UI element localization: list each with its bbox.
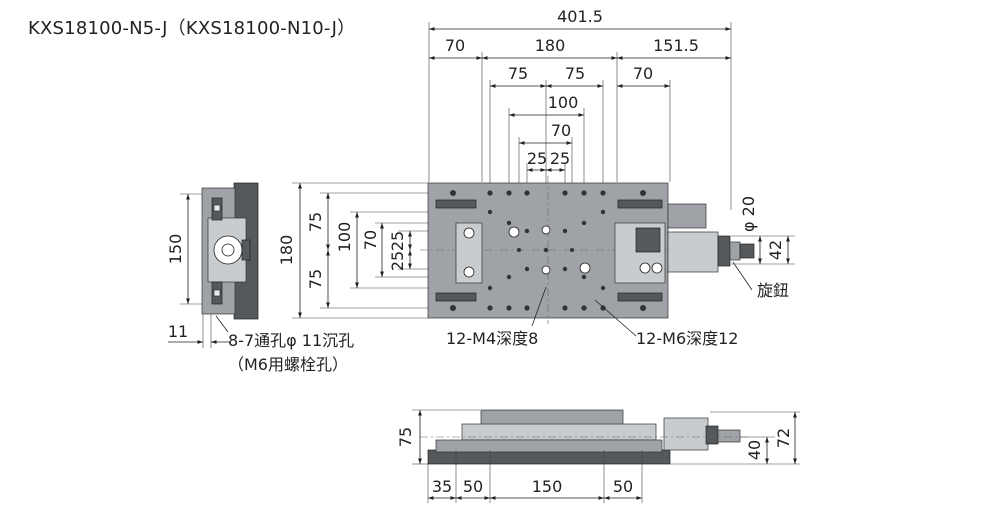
dim-left-75-bottom: 75: [306, 269, 325, 289]
note-m6-bolt-holes: （M6用螺栓孔）: [228, 355, 348, 374]
dim-pitch-75-right: 75: [565, 64, 585, 83]
front-view: 75 40 72 35 50 150 50: [396, 409, 800, 503]
note-m4-holes: 12-M4深度8: [446, 329, 538, 348]
dim-front-40: 40: [745, 440, 764, 460]
dim-pitch-75-left: 75: [508, 64, 528, 83]
dim-front-75: 75: [396, 427, 415, 447]
dim-left-75-top: 75: [306, 212, 325, 232]
dim-pitch-70: 70: [551, 121, 571, 140]
dim-pitch-100: 100: [548, 93, 579, 112]
dim-front-50-left: 50: [463, 477, 483, 496]
dim-left-25-bottom: 25: [388, 251, 407, 271]
dim-left-70: 70: [361, 230, 380, 250]
left-dimension-group: 180 75 75 100 70 25 25: [277, 182, 510, 319]
dim-left-100: 100: [335, 222, 354, 253]
dim-table-width: 180: [535, 36, 566, 55]
dim-right-70: 70: [633, 64, 653, 83]
top-dimension-group: 401.5 70 180 151.5 75 75 70 100 70 25 25: [428, 7, 732, 210]
dim-front-35: 35: [432, 477, 452, 496]
dim-left-25-top: 25: [388, 231, 407, 251]
dim-left-180: 180: [277, 235, 296, 266]
dim-right-42: 42: [766, 240, 785, 260]
label-knob: 旋鈕: [757, 281, 789, 300]
left-side-view: 150 11: [166, 182, 259, 348]
dim-pitch-25-right: 25: [550, 149, 570, 168]
dim-pitch-25-left: 25: [527, 149, 547, 168]
dim-front-50-right: 50: [613, 477, 633, 496]
dim-front-72: 72: [774, 428, 793, 448]
top-view: φ 20 42 旋鈕: [420, 176, 795, 337]
note-m6-holes: 12-M6深度12: [636, 329, 738, 348]
note-counterbore-holes: 8-7通孔φ 11沉孔: [228, 331, 354, 350]
dim-side-150: 150: [166, 234, 185, 265]
dim-right-offset: 151.5: [653, 36, 699, 55]
dim-phi20: φ 20: [739, 196, 758, 232]
dim-front-150: 150: [532, 477, 563, 496]
dim-side-11: 11: [168, 322, 188, 341]
dim-total-width: 401.5: [557, 7, 603, 26]
drawing-title: KXS18100-N5-J（KXS18100-N10-J）: [28, 18, 356, 39]
dim-left-offset: 70: [445, 36, 465, 55]
